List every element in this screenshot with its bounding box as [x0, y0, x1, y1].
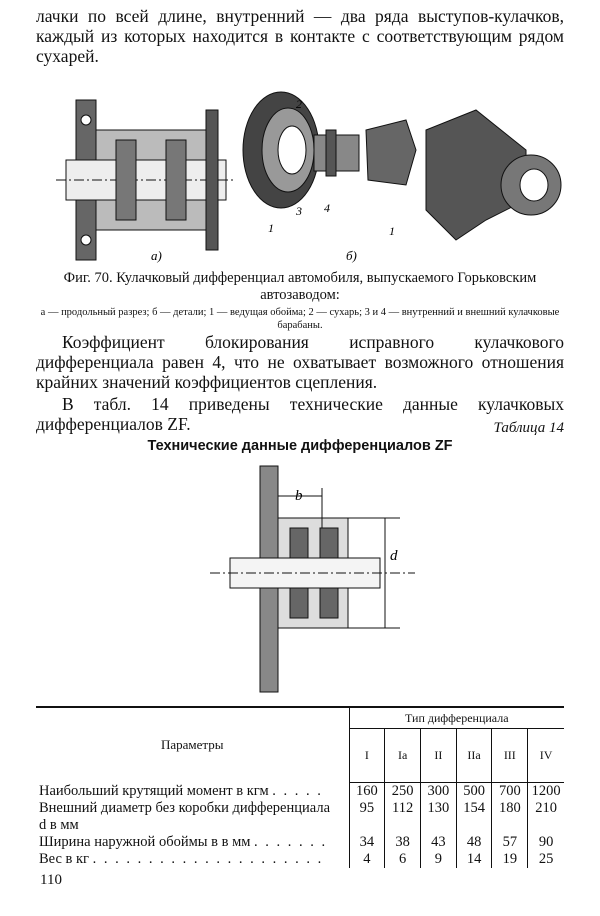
inner-drum-part	[313, 129, 360, 177]
sectional-view-a	[56, 99, 236, 261]
table-cell: 300	[419, 782, 457, 800]
table-cell: 57	[491, 834, 528, 851]
table-row: Наибольший крутящий момент в кгм . . . .…	[36, 782, 564, 800]
callout-label: 3	[295, 204, 302, 218]
table-cell: 6	[384, 851, 421, 868]
table-cell: 95	[348, 800, 385, 817]
table-cell: 180	[491, 800, 528, 817]
table-row: d в мм	[36, 817, 564, 834]
callout-label: 4	[324, 201, 330, 215]
callout-label: 1	[268, 221, 274, 235]
subfigure-a-label: а)	[151, 248, 162, 263]
param-column-header: Параметры	[36, 706, 350, 783]
outer-drum-part	[365, 119, 417, 186]
table-cell: 130	[419, 800, 457, 817]
table-cell	[491, 817, 528, 834]
leader-dots: . . . . . . . . . . . . . . . . . . . . …	[92, 851, 324, 867]
leader-dots: . . . . . . .	[254, 834, 328, 850]
table-cell: 43	[419, 834, 457, 851]
type-column-header: Тип дифференциала	[348, 706, 564, 729]
subfigure-b-label: б)	[346, 248, 357, 263]
param-label: Наибольший крутящий момент в кгм	[39, 782, 269, 799]
table-cell	[384, 817, 421, 834]
table-cell	[455, 817, 492, 834]
type-header-cell: I	[348, 728, 385, 783]
dimension-b-label: b	[295, 488, 303, 504]
table-row: Ширина наружной обоймы в в мм . . . . . …	[36, 834, 564, 851]
callout-label: 1	[389, 224, 395, 238]
table-cell: 34	[348, 834, 385, 851]
intro-text: лачки по всей длине, внутренний — два ря…	[36, 6, 564, 66]
figure-caption: Фиг. 70. Кулачковый дифференциал автомоб…	[63, 270, 537, 303]
table-cell: 9	[419, 851, 457, 868]
table-cell: 154	[455, 800, 492, 817]
type-header-cell: Ia	[384, 728, 421, 783]
table-cell: 112	[384, 800, 421, 817]
table-cell	[348, 817, 385, 834]
table-cell: 4	[348, 851, 385, 868]
table-cell	[419, 817, 457, 834]
table-cell	[527, 817, 564, 834]
housing-part	[425, 109, 562, 241]
table-cell: 250	[384, 782, 421, 800]
table-cell: 500	[455, 782, 492, 800]
table-cell: 210	[527, 800, 564, 817]
table-row: Внешний диаметр без коробки дифференциал…	[36, 800, 564, 817]
paragraph-table-reference: В табл. 14 приведены технические данные …	[36, 394, 564, 434]
table-label: Таблица 14	[493, 420, 564, 436]
callout-label: 2	[296, 97, 302, 111]
table-cell: 38	[384, 834, 421, 851]
param-label: Ширина наружной обоймы в в мм	[39, 834, 251, 850]
table-cell: 90	[527, 834, 564, 851]
table-cell: 160	[348, 782, 385, 800]
param-label: Вес в кг	[39, 851, 89, 867]
type-header-cell: IV	[527, 728, 564, 783]
dimension-d-label: d	[390, 548, 398, 564]
table-title: Технические данные дифференциалов ZF	[147, 438, 453, 454]
type-header-cell: IIa	[455, 728, 492, 783]
param-label: Внешний диаметр без коробки дифференциал…	[39, 800, 331, 816]
page-number: 110	[40, 872, 62, 888]
paragraph-blocking-coefficient: Коэффициент блокирования исправного кула…	[36, 332, 564, 392]
param-label: d в мм	[39, 817, 79, 833]
zf-differential-drawing: b d	[210, 465, 415, 693]
type-header-cell: III	[491, 728, 528, 783]
figure-legend: а — продольный разрез; б — детали; 1 — в…	[40, 307, 560, 331]
table-cell: 700	[491, 782, 528, 800]
leader-dots: . . . . .	[272, 782, 323, 799]
table-cell: 25	[527, 851, 564, 868]
table-row: Вес в кг . . . . . . . . . . . . . . . .…	[36, 851, 564, 868]
table-cell: 19	[491, 851, 528, 868]
table-cell: 48	[455, 834, 492, 851]
table-cell: 1200	[527, 782, 564, 800]
zf-differential-table: Параметры Тип дифференциала I Ia II IIa …	[36, 706, 564, 868]
figure-70: а) б) 2 1 3 4 1	[56, 91, 562, 263]
drive-ring-part	[242, 91, 320, 209]
type-header-cell: II	[419, 728, 457, 783]
table-cell: 14	[455, 851, 492, 868]
